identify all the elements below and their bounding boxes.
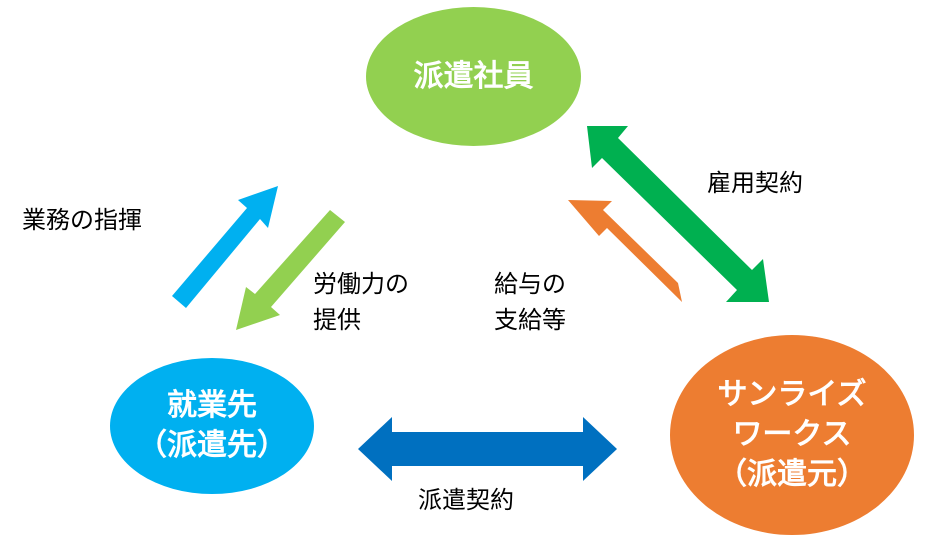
node-client-company-line2: （派遣先） (137, 428, 287, 463)
salary-payment-line1: 給与の (494, 270, 566, 298)
node-dispatch-agency-line3: （派遣元） (717, 457, 867, 492)
dispatch-contract-label: 派遣契約 (418, 486, 514, 514)
salary-payment-label: 給与の 支給等 (494, 266, 566, 338)
employment-contract-arrow (587, 126, 769, 302)
node-dispatch-agency-line1: サンライズ (717, 377, 867, 412)
salary-payment-line2: 支給等 (494, 306, 566, 334)
labor-provision-label: 労働力の 提供 (313, 266, 409, 338)
salary-payment-arrow (568, 200, 682, 302)
employment-contract-label: 雇用契約 (707, 169, 803, 197)
node-client-company-line1: 就業先 (167, 388, 257, 423)
node-dispatched-worker-label: 派遣社員 (413, 58, 534, 94)
node-dispatched-worker: 派遣社員 (366, 7, 581, 146)
node-dispatch-agency: サンライズ ワークス （派遣元） (670, 335, 914, 535)
labor-provision-arrow (236, 210, 345, 330)
labor-provision-line2: 提供 (313, 306, 361, 334)
node-dispatch-agency-line2: ワークス (732, 417, 852, 452)
labor-provision-line1: 労働力の (313, 270, 409, 298)
node-client-company: 就業先 （派遣先） (110, 358, 314, 494)
dispatch-contract-arrow (358, 417, 617, 481)
work-direction-label: 業務の指揮 (22, 206, 142, 234)
work-direction-arrow (172, 186, 278, 308)
